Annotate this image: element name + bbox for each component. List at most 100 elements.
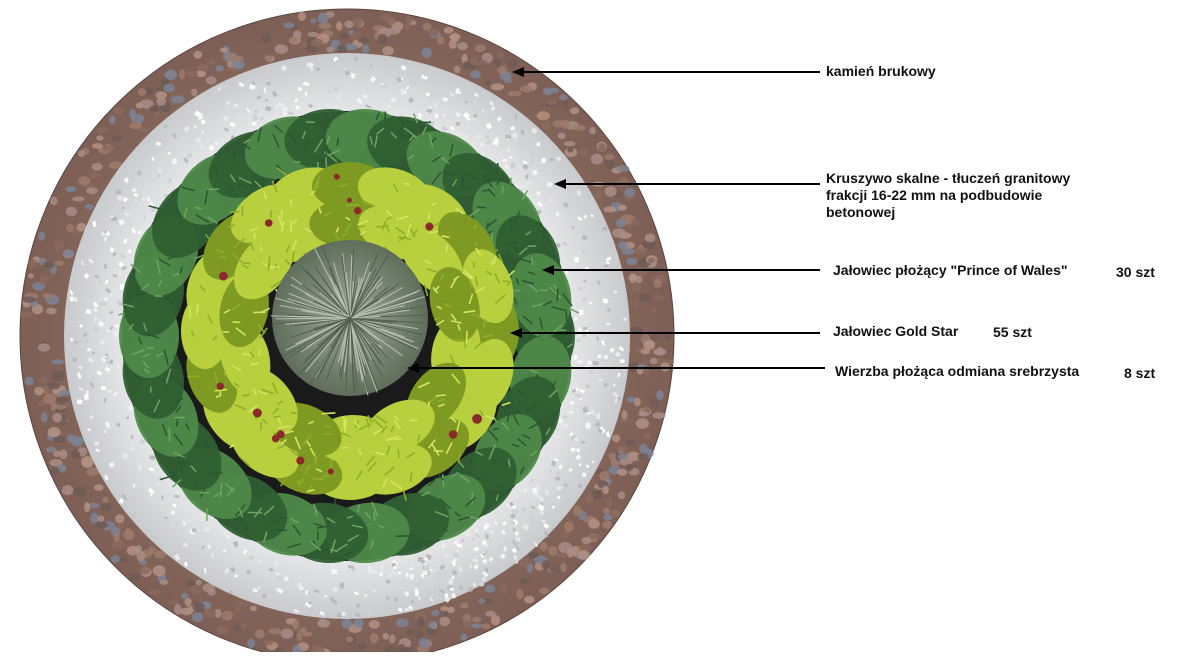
paving-stone [516, 589, 523, 600]
gravel-chip [331, 569, 338, 575]
paving-stone [54, 260, 64, 265]
paving-stone [431, 610, 439, 617]
paving-stone [236, 602, 249, 607]
paving-stone [498, 66, 507, 75]
gravel-chip [394, 598, 398, 602]
gravel-chip [542, 520, 545, 523]
juniper-gold-needle [345, 418, 346, 432]
gravel-chip [94, 441, 99, 445]
paving-stone [423, 23, 432, 31]
gravel-chip [77, 399, 83, 404]
paving-stone [92, 163, 103, 171]
paving-stone [94, 484, 103, 491]
paving-stone [336, 22, 342, 31]
juniper-prince-needle [273, 530, 287, 531]
paving-stone [342, 619, 352, 629]
paving-stone [64, 402, 70, 408]
juniper-gold-needle [466, 331, 467, 345]
juniper-gold-needle [187, 376, 199, 377]
paving-stone [588, 519, 600, 529]
gravel-chip [532, 170, 537, 175]
gravel-chip [507, 148, 510, 152]
gravel-chip [576, 203, 582, 206]
paving-stone [41, 412, 48, 422]
red-foliage-accent [449, 430, 458, 439]
gravel-chip [205, 527, 210, 532]
paving-stone [652, 412, 665, 419]
paving-stone [53, 451, 60, 458]
paving-stone [624, 188, 635, 197]
paving-stone [114, 533, 120, 542]
label-gravel-line2: frakcji 16-22 mm na podbudowie [826, 187, 1042, 204]
paving-stone [560, 563, 567, 573]
paving-stone [183, 608, 189, 616]
juniper-gold-needle [291, 199, 292, 206]
gravel-chip [184, 562, 187, 567]
paving-stone [65, 186, 76, 192]
paving-stone [193, 602, 205, 613]
gravel-chip [194, 126, 197, 129]
paving-stone [422, 47, 432, 58]
gravel-chip [142, 197, 145, 201]
paving-stone [654, 295, 664, 301]
gravel-chip [93, 221, 97, 227]
gravel-chip [288, 112, 293, 115]
paving-stone [631, 283, 641, 291]
paving-stone [66, 207, 77, 216]
paving-stone [589, 127, 596, 134]
paving-stone [255, 629, 265, 639]
red-foliage-accent [265, 219, 273, 227]
juniper-gold-needle [331, 460, 332, 468]
paving-stone [308, 32, 319, 37]
gravel-chip [157, 483, 160, 486]
juniper-gold-needle [344, 417, 345, 430]
paving-stone [195, 580, 202, 586]
paving-stone [557, 552, 568, 557]
paving-stone [460, 603, 469, 609]
gravel-chip [574, 257, 579, 263]
juniper-prince-needle [177, 419, 178, 426]
paving-stone [185, 598, 192, 607]
paving-stone [171, 96, 185, 104]
gravel-chip [380, 573, 383, 577]
paving-stone [197, 64, 209, 71]
paving-stone [90, 513, 98, 524]
paving-stone [369, 620, 380, 629]
paving-stone [618, 492, 626, 500]
paving-stone [419, 638, 428, 646]
paving-stone [616, 219, 626, 228]
paving-stone [617, 469, 628, 476]
juniper-gold-needle [474, 262, 475, 268]
juniper-gold-needle [254, 233, 255, 239]
paving-stone [92, 143, 103, 149]
paving-stone [275, 44, 289, 54]
paving-stone [318, 13, 329, 24]
paving-stone [207, 589, 215, 596]
gravel-chip [476, 528, 478, 532]
paving-stone [653, 349, 666, 356]
red-foliage-accent [334, 174, 340, 180]
paving-stone [396, 618, 409, 627]
paving-stone [460, 633, 467, 640]
paving-stone [54, 241, 64, 252]
paving-stone [127, 546, 139, 556]
paving-stone [28, 273, 34, 278]
paving-stone [123, 529, 134, 540]
paving-stone [353, 17, 363, 27]
paving-stone [598, 143, 606, 151]
paving-stone [470, 57, 479, 65]
paving-stone [612, 228, 626, 238]
gravel-chip [129, 406, 132, 410]
gravel-chip [555, 435, 560, 438]
paving-stone [665, 334, 672, 340]
paving-stone [72, 197, 84, 202]
paving-stone [78, 176, 90, 185]
juniper-prince-needle [511, 178, 512, 184]
juniper-gold-needle [346, 205, 359, 206]
gravel-chip [104, 430, 107, 433]
paving-stone [138, 88, 146, 96]
paving-stone [153, 565, 166, 576]
red-foliage-accent [217, 383, 224, 390]
paving-stone [28, 259, 38, 269]
paving-stone [302, 41, 308, 48]
